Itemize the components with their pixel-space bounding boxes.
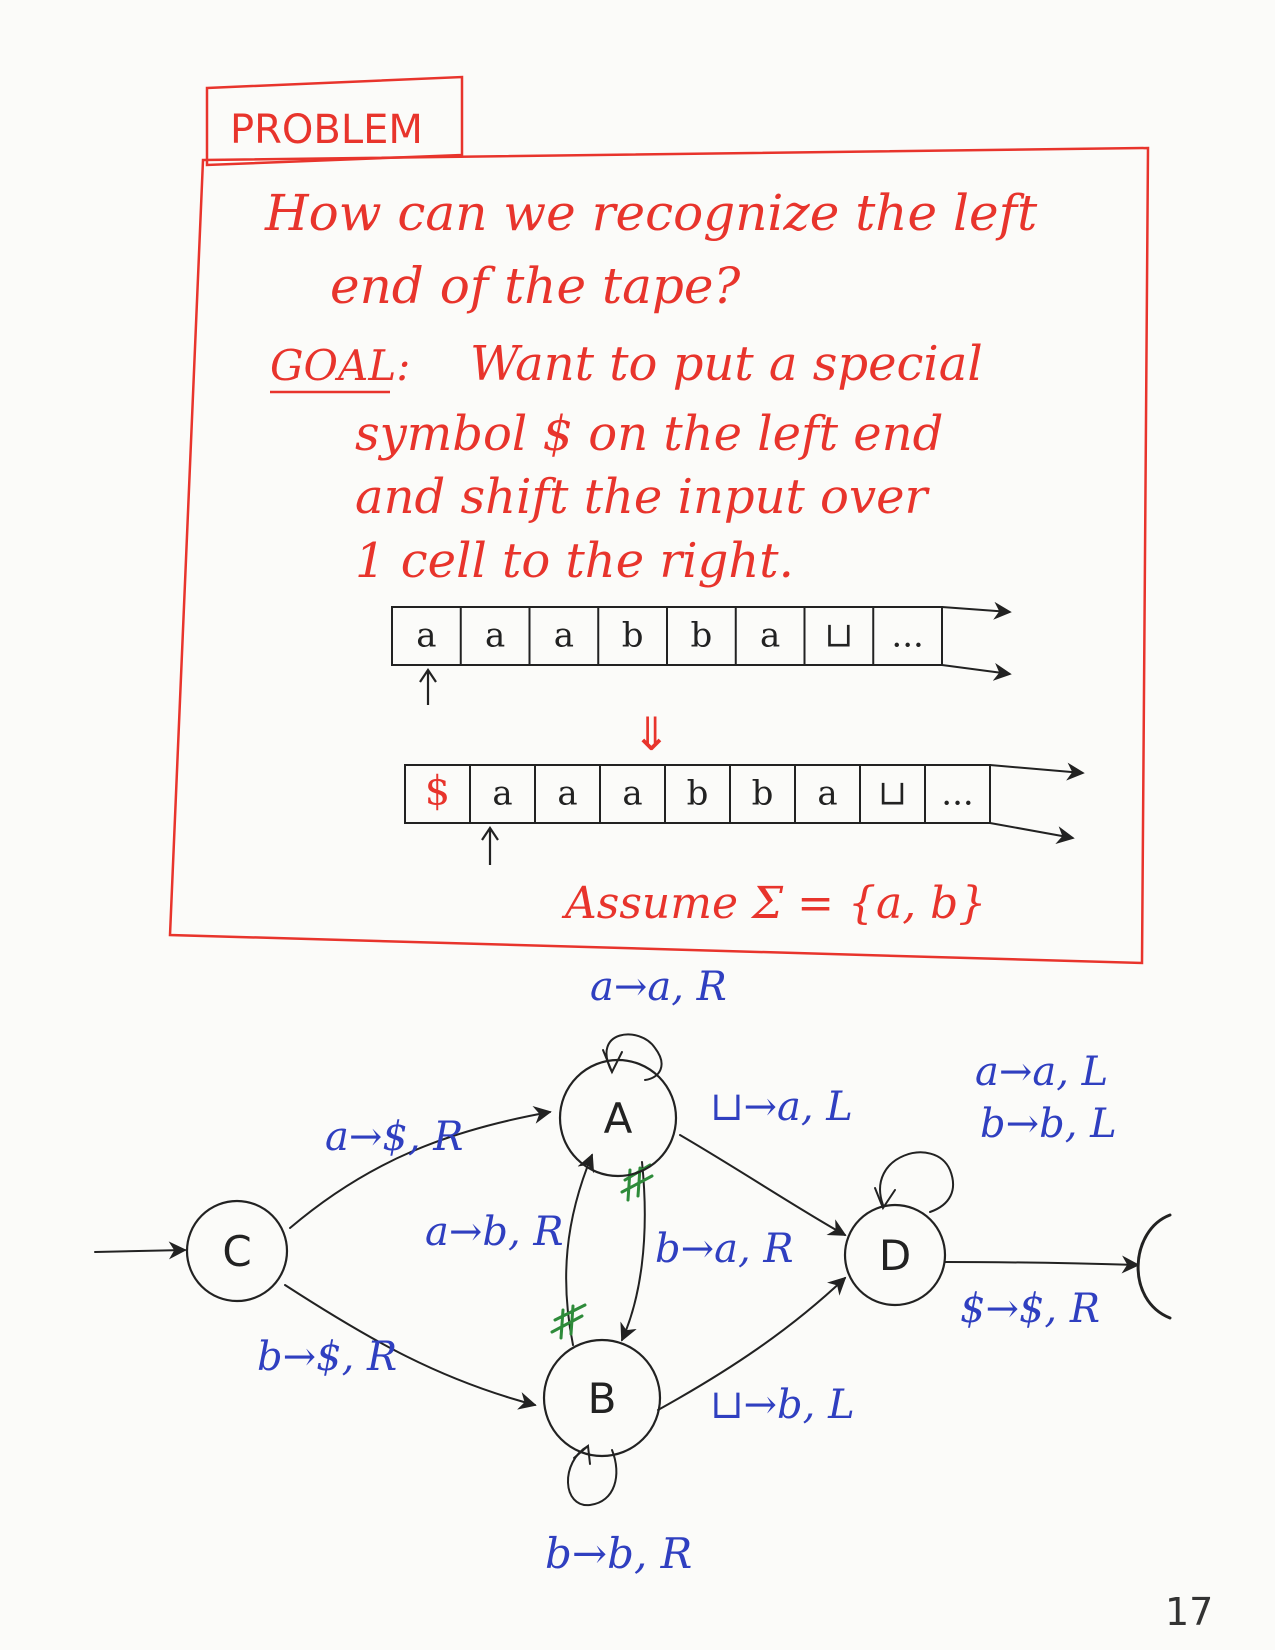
accept-state <box>1136 1213 1172 1320</box>
goal-line-1: Want to put a special <box>470 336 983 392</box>
problem-title: PROBLEM <box>230 107 423 153</box>
label-b-to-d: ⊔→b, L <box>710 1382 855 1428</box>
tape-cell: b <box>687 773 709 813</box>
state-c-label: C <box>222 1227 251 1276</box>
problem-box: PROBLEM How can we recognize the left en… <box>168 75 1150 965</box>
tape-cell: $ <box>425 768 450 814</box>
state-diagram: C A B D a→a, R a→$, R b→$, R a→b, R b→a,… <box>94 964 1172 1578</box>
tape-cell: a <box>760 615 780 655</box>
label-loop-b: b→b, R <box>545 1529 692 1578</box>
edge-c-to-b <box>284 1284 537 1410</box>
problem-frame <box>168 146 1150 965</box>
tape-before: a a a b b a ⊔... <box>391 601 1012 705</box>
question-line-1: How can we recognize the left <box>264 184 1038 242</box>
loop-d-arrow <box>874 1187 896 1211</box>
page-number: 17 <box>1165 1590 1213 1634</box>
tape-cell: a <box>492 773 512 813</box>
state-d: D <box>843 1203 947 1307</box>
loop-a-arrow <box>602 1049 623 1075</box>
state-a: A <box>558 1058 678 1178</box>
label-b-to-a: b→a, R <box>655 1226 794 1272</box>
tape-cell: ⊔ <box>825 615 854 655</box>
label-loop-d-2: b→b, L <box>980 1101 1117 1147</box>
edge-a-to-b <box>620 1161 646 1342</box>
tape-cell: a <box>557 773 577 813</box>
assume-text: Assume Σ = {a, b} <box>561 878 986 929</box>
state-d-circle <box>843 1203 947 1307</box>
goal-line-4: 1 cell to the right. <box>355 533 794 589</box>
edge-b-to-d <box>657 1276 847 1411</box>
transform-arrow: ⇓ <box>632 707 671 761</box>
tape-after-bottom-arrow <box>989 822 1075 844</box>
tape-cell: a <box>817 773 837 813</box>
mark-b-incoming <box>550 1303 587 1340</box>
label-c-to-b: b→$, R <box>257 1334 397 1380</box>
label-c-to-a: a→$, R <box>325 1114 463 1160</box>
question-line-2: end of the tape? <box>330 257 741 315</box>
label-d-to-accept: $→$, R <box>960 1286 1100 1332</box>
tape-cell: b <box>752 773 774 813</box>
state-c-circle <box>185 1199 289 1303</box>
tape-cell: b <box>690 615 712 655</box>
edge-a-to-d <box>679 1134 847 1236</box>
state-c: C <box>185 1199 289 1303</box>
tape-cell: a <box>485 615 505 655</box>
loop-b <box>567 1445 618 1507</box>
goal-line-3: and shift the input over <box>355 469 930 525</box>
goal-line-2: symbol $ on the left end <box>355 406 943 462</box>
state-b-circle <box>542 1338 662 1458</box>
tape-before-head-arrow <box>419 668 437 705</box>
label-a-to-b: a→b, R <box>425 1209 564 1255</box>
problem-title-frame <box>205 75 464 167</box>
tape-cell: b <box>622 615 644 655</box>
tape-cell: ... <box>941 773 973 813</box>
tape-after: $ a a a b b a ⊔... <box>404 762 1085 865</box>
tape-cell: ... <box>891 615 923 655</box>
goal-label: GOAL: <box>270 341 410 390</box>
label-a-to-d: ⊔→a, L <box>710 1084 853 1130</box>
tape-after-top-arrow <box>989 762 1085 781</box>
loop-d <box>879 1151 955 1213</box>
loop-a <box>605 1033 663 1081</box>
loop-b-arrow <box>573 1444 591 1465</box>
edge-d-to-accept <box>944 1255 1140 1274</box>
edge-start <box>94 1241 187 1260</box>
tape-before-bottom-arrow <box>941 662 1012 681</box>
tape-cell: ⊔ <box>878 773 907 813</box>
tape-cell: a <box>416 615 436 655</box>
tape-before-top-arrow <box>941 601 1012 620</box>
state-b-label: B <box>588 1374 617 1423</box>
tape-cell: a <box>622 773 642 813</box>
tape-cell: a <box>554 615 574 655</box>
state-b: B <box>542 1338 662 1458</box>
mark-a-incoming <box>620 1163 654 1202</box>
label-loop-a: a→a, R <box>590 964 727 1010</box>
state-a-label: A <box>604 1094 633 1143</box>
label-loop-d-1: a→a, L <box>975 1049 1108 1095</box>
tape-after-head-arrow <box>481 826 499 865</box>
state-a-circle <box>558 1058 678 1178</box>
tape-after-frame <box>404 764 991 824</box>
edge-c-to-a <box>289 1106 552 1229</box>
state-d-label: D <box>879 1231 911 1280</box>
